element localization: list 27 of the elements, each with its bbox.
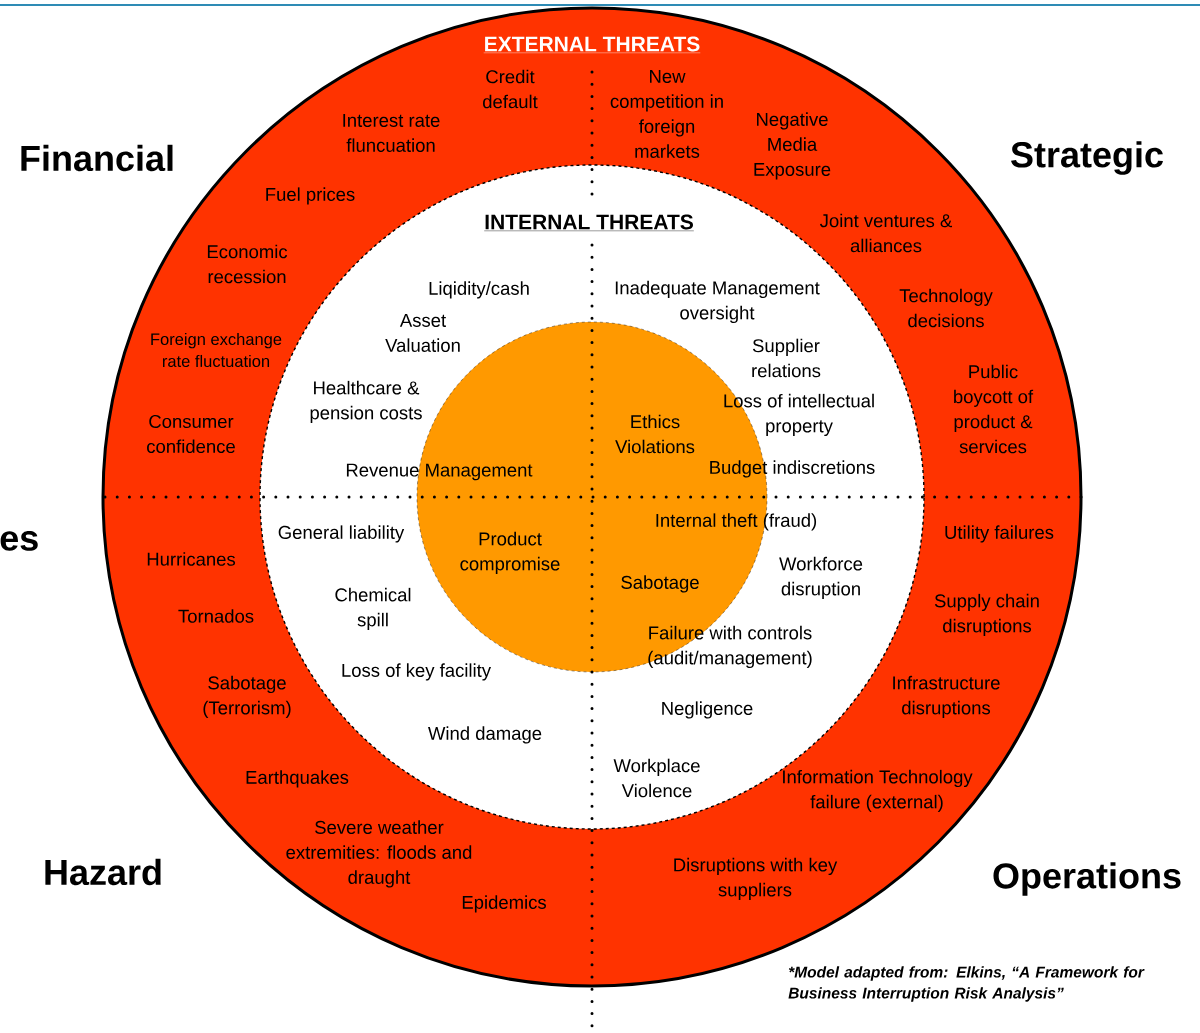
risk-label: Negligence [662,701,753,719]
risk-label: Credit default [483,69,538,109]
risk-label: Interest rate fluncuation [343,114,440,152]
risk-label: Fuel prices [266,187,355,205]
risk-label: Disruptions with key suppliers [674,857,838,901]
category-heading: es [0,531,38,551]
risk-label: Healthcare & pension costs [310,380,422,424]
risk-label: Supplier relations [752,338,821,378]
risk-label: Utility failures [945,525,1054,543]
risk-label: Asset Valuation [385,314,460,352]
risk-label: Epidemics [462,895,546,913]
risk-label: Supply chain disruptions [934,593,1039,637]
risk-label: Product compromise [460,531,560,575]
risk-label: Public boycott of product & services [954,364,1034,454]
risk-label: New competition in foreign markets [610,70,723,158]
risk-label: Sabotage [621,575,699,593]
risk-label: Liqidity/cash [429,281,529,299]
risk-label: Inadequate Management oversight [615,280,820,324]
risk-label: Loss of key facility [342,663,491,681]
risk-label: Wind damage [428,726,542,744]
risk-label: Consumer confidence [147,414,235,454]
risk-label: Tornados [178,609,254,623]
risk-label: Hurricanes [147,552,236,566]
risk-label: Failure with controls (audit/management) [648,625,812,669]
risk-label: Workplace Violence [613,758,700,798]
risk-label: Revenue Management [346,463,533,481]
risk-label: Ethics Violations [615,414,695,454]
